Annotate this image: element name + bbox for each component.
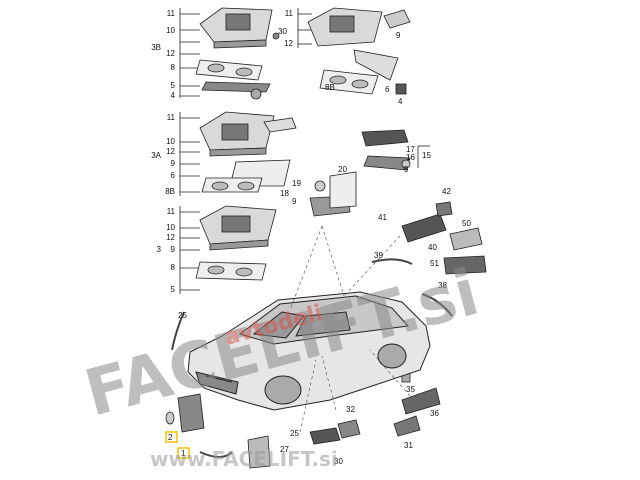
callout-3: 3 [157,245,162,254]
callout-9b: 9 [171,159,176,168]
assembly-3b [179,7,280,100]
callout-8: 8 [171,63,176,72]
callout-5c: 5 [171,285,176,294]
callout-38: 38 [438,281,447,290]
callout-12b: 12 [166,147,175,156]
callout-27: 27 [280,445,289,454]
callout-11b: 11 [167,113,176,122]
callout-3b: 3B [151,43,161,52]
callout-18: 18 [280,189,289,198]
callout-25b: 25 [290,429,299,438]
callout-12: 12 [166,49,175,58]
callout-6d: 6 [385,85,390,94]
callout-12c: 12 [166,233,175,242]
car-illustration [187,291,431,411]
callout-6b: 6 [171,171,176,180]
callout-36: 36 [430,409,439,418]
callout-25: 25 [178,311,187,320]
callout-50: 50 [462,219,471,228]
callout-39: 39 [374,251,383,260]
callout-15: 15 [422,151,431,160]
callout-3a: 3A [151,151,161,160]
callout-8b-left: 8B [165,187,175,196]
callout-9e: 9 [404,165,409,174]
callout-51: 51 [430,259,439,268]
watermark-footer: www.FACELIFT.si [150,447,338,471]
callout-31: 31 [404,441,413,450]
callout-17: 17 [406,145,415,154]
assembly-3a [179,111,297,196]
assembly-30 [297,7,411,95]
callout-20: 20 [338,165,347,174]
highlight-box-1 [177,447,190,459]
callouts: 11 10 3B 12 8 5 4 11 10 3A 12 9 6 8B 11 … [151,9,471,466]
callout-8c: 8 [171,263,176,272]
callout-12d: 12 [284,39,293,48]
callout-11d: 11 [285,9,294,18]
callout-42: 42 [442,187,451,196]
assembly-18 [309,171,357,217]
callout-16: 16 [406,153,415,162]
assembly-40-42 [371,201,487,317]
callout-19: 19 [292,179,301,188]
callout-4d: 4 [398,97,403,106]
leader-lines [289,225,411,433]
assembly-3 [179,205,277,294]
callout-10b: 10 [166,137,175,146]
callout-32: 32 [346,405,355,414]
callout-11c: 11 [167,207,176,216]
callout-41: 41 [378,213,387,222]
callout-8b-right: 8B [325,83,335,92]
callout-35: 35 [406,385,415,394]
callout-10c: 10 [166,223,175,232]
assembly-15 [361,129,430,171]
callout-2: 2 [168,433,173,442]
callout-40: 40 [428,243,437,252]
callout-1: 1 [181,449,186,458]
watermark: FACELIFT.si avtodeli www.FACELIFT.si [78,256,487,471]
callout-10: 10 [166,26,175,35]
assembly-1-2 [165,311,361,469]
callout-11: 11 [167,9,176,18]
callout-30-bottom: 30 [334,457,343,466]
highlight-box-2 [165,431,178,443]
callout-9f: 9 [292,197,297,206]
callout-30-top: 30 [278,27,287,36]
callout-5: 5 [171,81,176,90]
callout-9c: 9 [171,245,176,254]
callout-9d: 9 [396,31,401,40]
callout-4: 4 [171,91,176,100]
assembly-35-36 [393,369,441,437]
